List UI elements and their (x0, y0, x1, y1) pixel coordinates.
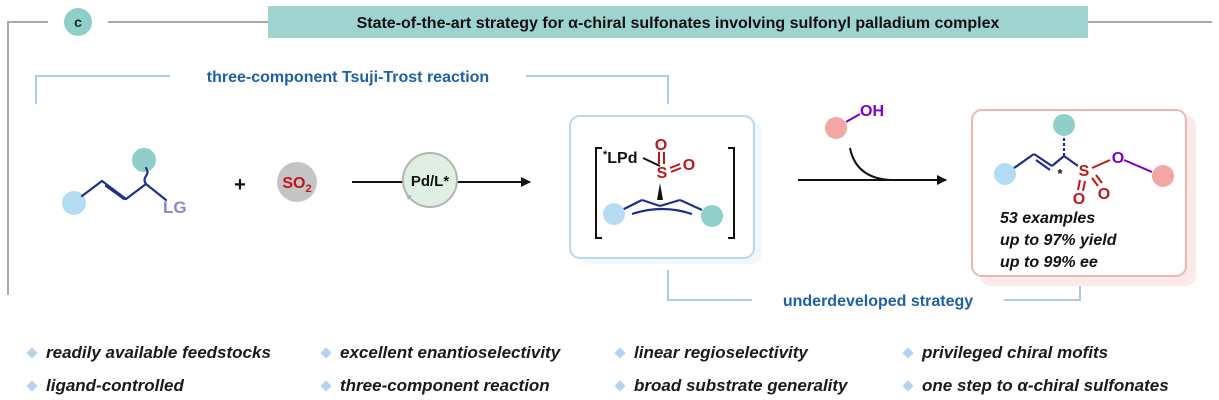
panel-letter: c (74, 14, 82, 30)
diamond-bullet-icon (614, 347, 626, 359)
feature-item: one step to α-chiral sulfonates (902, 376, 1169, 396)
blue-sphere-intermediate (603, 203, 625, 225)
diamond-bullet-icon (614, 380, 626, 392)
feature-label: broad substrate generality (634, 376, 848, 395)
feature-label: three-component reaction (340, 376, 550, 395)
ee-note: up to 99% ee (1000, 254, 1098, 271)
product-oxygen-top: O (1098, 186, 1110, 203)
svg-text:SO2: SO2 (282, 175, 311, 195)
strategy-bracket (667, 270, 1081, 301)
reaction-name-bracket (35, 75, 669, 104)
catalyst-label: Pd/L* (411, 173, 449, 190)
feature-item: readily available feedstocks (26, 343, 271, 363)
examples-count: 53 examples (1000, 210, 1095, 227)
leaving-group-label: LG (163, 198, 187, 217)
panel-title: State-of-the-art strategy for α-chiral s… (357, 15, 1000, 32)
teal-sphere-product (1053, 114, 1075, 136)
alcohol-reagent: OH (825, 103, 884, 139)
feature-item: broad substrate generality (614, 376, 848, 396)
feature-label: privileged chiral mofits (922, 343, 1109, 362)
stereocenter-mark: * (1057, 166, 1063, 181)
product-oxygen-ester: O (1112, 150, 1124, 167)
reagent-curve (849, 147, 891, 181)
feature-label: linear regioselectivity (634, 343, 808, 362)
title-banner (268, 6, 1088, 38)
blue-substituent-sphere (62, 191, 86, 215)
diamond-bullet-icon (320, 347, 332, 359)
plus-sign: + (234, 174, 246, 196)
catalyst-cycle: Pd/L* (402, 152, 458, 208)
yield-note: up to 97% yield (1000, 232, 1118, 249)
sulfonyl-sulfur: S (657, 165, 668, 182)
palladium-intermediate: *LPd S O O (569, 115, 762, 264)
feature-label: excellent enantioselectivity (340, 343, 561, 362)
feature-item: ligand-controlled (26, 376, 184, 396)
product-sulfur: S (1079, 163, 1090, 180)
salmon-sphere-product (1152, 165, 1174, 187)
svg-text:*LPd: *LPd (603, 149, 638, 167)
feature-item: excellent enantioselectivity (320, 343, 561, 363)
feature-label: one step to α-chiral sulfonates (922, 376, 1169, 395)
sulfonate-product: * S O O O 53 examples up to 97% yield up… (971, 109, 1196, 286)
so2-subscript: 2 (306, 183, 312, 195)
teal-sphere-intermediate (701, 205, 723, 227)
feature-item: three-component reaction (320, 376, 550, 396)
reaction-name-label: three-component Tsuji-Trost reaction (207, 69, 489, 86)
feature-item: privileged chiral mofits (902, 343, 1109, 363)
sulfonyl-oxygen-top: O (655, 137, 667, 154)
blue-sphere-product (994, 163, 1016, 185)
sulfur-dioxide-reagent: SO2 (277, 162, 317, 202)
so2-label: SO (282, 175, 305, 192)
feature-label: readily available feedstocks (46, 343, 271, 362)
strategy-label: underdeveloped strategy (783, 293, 973, 310)
ligand-pd-label: LPd (607, 150, 637, 167)
panel-badge: c (64, 8, 92, 36)
feature-label: ligand-controlled (46, 376, 184, 395)
diamond-bullet-icon (902, 347, 914, 359)
diamond-bullet-icon (26, 380, 38, 392)
feature-item: linear regioselectivity (614, 343, 808, 363)
hydroxyl-label: OH (860, 103, 884, 120)
teal-substituent-sphere (132, 148, 156, 172)
product-oxygen-bottom: O (1073, 191, 1085, 208)
ligand-asterisk: * (603, 149, 608, 161)
diamond-bullet-icon (320, 380, 332, 392)
diamond-bullet-icon (26, 347, 38, 359)
diamond-bullet-icon (902, 380, 914, 392)
sulfonyl-oxygen-side: O (683, 157, 695, 174)
allylic-substrate: LG (62, 148, 187, 217)
outer-frame (7, 21, 1212, 295)
